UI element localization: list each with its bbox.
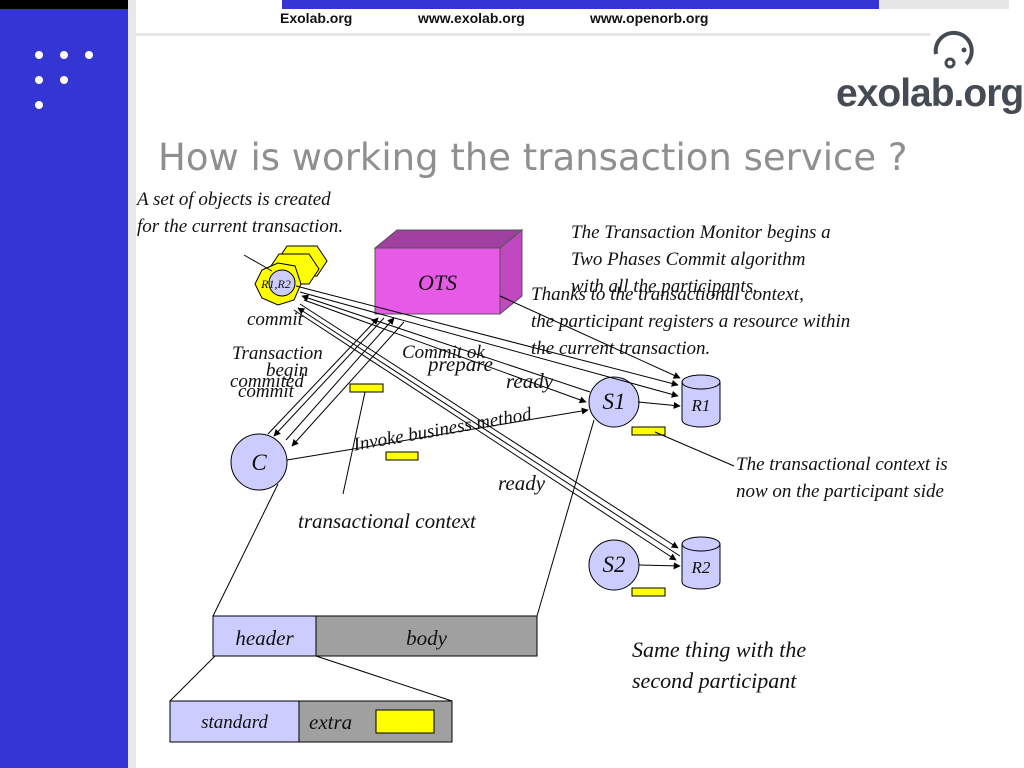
sidebar-shadow — [128, 0, 136, 768]
r1-label: R1 — [691, 396, 711, 415]
message-body-block — [315, 615, 538, 657]
message-body-label: body — [406, 626, 447, 650]
message-header-label: header — [235, 626, 294, 650]
label-commited: commited — [230, 371, 304, 392]
client-label: C — [251, 450, 267, 475]
label-commit-top: commit — [247, 309, 303, 330]
label-ready-top: ready — [506, 369, 554, 393]
note-same-thing-line1: Same thing with the — [632, 637, 807, 662]
r1-cylinder — [681, 374, 721, 428]
r2-cylinder — [681, 536, 721, 590]
label-commit-lower: commit — [238, 381, 294, 402]
header-standard-block — [169, 700, 300, 743]
top-bar-gray — [879, 0, 1009, 9]
note-monitor-line3: with all the participants. — [571, 276, 758, 297]
decor-dot — [35, 101, 43, 109]
header-extra-label: extra — [309, 710, 353, 734]
note-participant-side-line1: The transactional context is — [736, 454, 948, 475]
decor-dot — [60, 51, 68, 59]
link-www-exolab[interactable]: www.exolab.org — [418, 10, 525, 26]
header-rule — [136, 33, 930, 36]
label-prepare: prepare — [428, 352, 493, 376]
note-objects-created-line2: for the current transaction. — [137, 216, 344, 237]
extra-token — [375, 709, 435, 734]
resource-set-token — [254, 245, 328, 306]
client-node — [230, 433, 288, 491]
note-monitor-line1: The Transaction Monitor begins a — [571, 222, 831, 243]
label-transactional-context: transactional context — [298, 509, 476, 533]
decor-dot — [60, 76, 68, 84]
label-transaction: Transaction — [232, 343, 323, 364]
logo-swirl-icon — [933, 30, 974, 69]
note-participant-side-line2: now on the participant side — [736, 481, 944, 502]
context-token — [385, 451, 419, 461]
s2-label: S2 — [602, 552, 626, 577]
r2-label: R2 — [691, 558, 711, 577]
decor-dot — [35, 76, 43, 84]
exolab-logo: exolab.org — [836, 72, 1024, 115]
decor-dot — [35, 51, 43, 59]
top-bar-black — [0, 0, 128, 9]
message-header-block — [212, 615, 317, 657]
page-title: How is working the transaction service ? — [158, 136, 908, 179]
note-objects-created-line1: A set of objects is created — [137, 189, 331, 210]
top-bar-blue — [282, 0, 879, 9]
sidebar-band — [0, 0, 128, 768]
resource-set-label: R1,R2 — [261, 277, 291, 291]
note-thanks-line1: Thanks to the transactional context, — [531, 284, 804, 305]
link-www-openorb[interactable]: www.openorb.org — [590, 10, 709, 26]
note-same-thing-line2: second participant — [632, 668, 797, 693]
label-commit-ok: Commit ok — [402, 342, 485, 363]
link-exolab[interactable]: Exolab.org — [280, 10, 353, 26]
context-token — [631, 426, 666, 436]
note-thanks-line3: the current transaction. — [531, 338, 711, 359]
ots-box — [373, 228, 524, 316]
context-token — [631, 587, 666, 597]
s1-label: S1 — [602, 389, 626, 414]
decor-dot — [85, 51, 93, 59]
note-monitor-line2: Two Phases Commit algorithm — [571, 249, 806, 270]
note-thanks-line2: the participant registers a resource wit… — [531, 311, 851, 332]
label-begin: begin — [266, 360, 309, 381]
ots-label: OTS — [417, 270, 458, 295]
context-token — [349, 383, 384, 393]
header-standard-label: standard — [201, 712, 268, 733]
label-ready-bottom: ready — [498, 471, 546, 495]
